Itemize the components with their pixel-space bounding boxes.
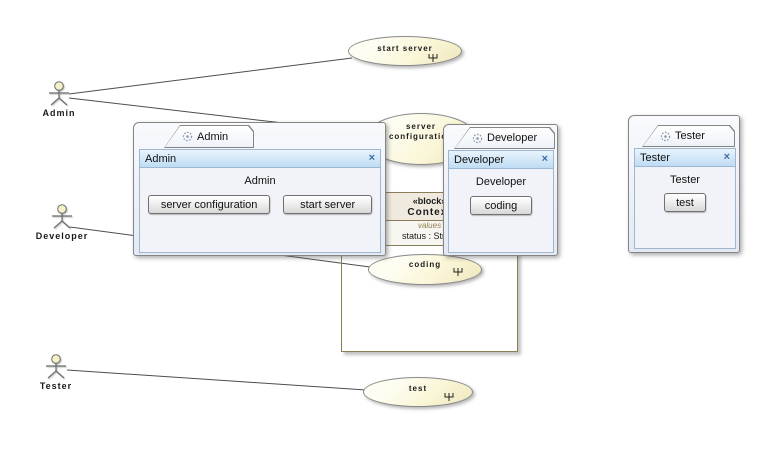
values-compartment-label: values — [417, 221, 442, 230]
window-title: Developer — [454, 153, 505, 166]
sim-window-admin[interactable]: Admin Admin × Admin server configuration… — [133, 122, 386, 256]
panel-body-label: Developer — [475, 176, 527, 188]
rake-icon — [453, 268, 463, 276]
sim-window-developer[interactable]: Developer Developer × Developer coding — [443, 124, 558, 256]
sim-window-admin-titlebar[interactable]: Admin × — [140, 150, 380, 168]
server-configuration-button[interactable]: server configuration — [148, 195, 271, 214]
sim-window-developer-titlebar[interactable]: Developer × — [449, 151, 553, 169]
sim-window-tester-titlebar[interactable]: Tester × — [635, 149, 735, 167]
sim-window-developer-tab[interactable]: Developer — [454, 127, 555, 149]
config-icon — [182, 131, 193, 142]
use-case-start-server[interactable]: start server — [348, 36, 462, 66]
actor-admin[interactable]: Admin — [30, 81, 88, 118]
window-title: Tester — [640, 151, 670, 164]
tab-label: Tester — [675, 130, 705, 142]
actor-label: Tester — [39, 381, 73, 391]
use-case-label: coding — [408, 260, 442, 269]
coding-button[interactable]: coding — [470, 196, 532, 215]
association-admin-start-server[interactable] — [68, 57, 353, 95]
actor-figure-icon — [49, 81, 69, 106]
sim-window-tester-panel: Tester × Tester test — [634, 148, 736, 249]
block-name: Context — [407, 206, 452, 218]
window-title: Admin — [145, 152, 177, 165]
actor-label: Admin — [42, 108, 76, 118]
close-icon[interactable]: × — [368, 152, 375, 164]
use-case-label: server configuration — [388, 122, 454, 141]
start-server-button[interactable]: start server — [283, 195, 372, 214]
tab-label: Developer — [487, 132, 538, 144]
sim-window-tester-tab[interactable]: Tester — [642, 125, 735, 147]
actor-tester[interactable]: Tester — [27, 354, 85, 391]
panel-body-label: Tester — [670, 174, 700, 186]
use-case-test[interactable]: test — [363, 377, 473, 407]
config-icon — [660, 131, 671, 142]
block-stereotype: «block» — [412, 196, 447, 206]
tab-label: Admin — [197, 130, 229, 143]
use-case-coding[interactable]: coding — [368, 254, 482, 285]
use-case-label: start server — [377, 44, 433, 53]
actor-figure-icon — [46, 354, 66, 379]
actor-figure-icon — [52, 204, 72, 229]
close-icon[interactable]: × — [541, 153, 548, 165]
panel-body-label: Admin — [244, 175, 276, 187]
sim-window-admin-panel: Admin × Admin server configuration start… — [139, 149, 381, 253]
test-button[interactable]: test — [664, 193, 706, 212]
rake-icon — [444, 393, 454, 401]
sim-window-developer-panel: Developer × Developer coding — [448, 150, 554, 253]
sim-window-tester[interactable]: Tester Tester × Tester test — [628, 115, 740, 253]
block-value-row: status : String — [401, 230, 458, 241]
close-icon[interactable]: × — [723, 151, 730, 163]
use-case-label: test — [408, 384, 428, 393]
actor-developer[interactable]: Developer — [33, 204, 91, 241]
rake-icon — [428, 54, 438, 62]
sim-window-admin-tab[interactable]: Admin — [164, 125, 254, 148]
association-tester-test[interactable] — [66, 369, 367, 391]
actor-label: Developer — [35, 231, 89, 241]
config-icon — [472, 133, 483, 144]
